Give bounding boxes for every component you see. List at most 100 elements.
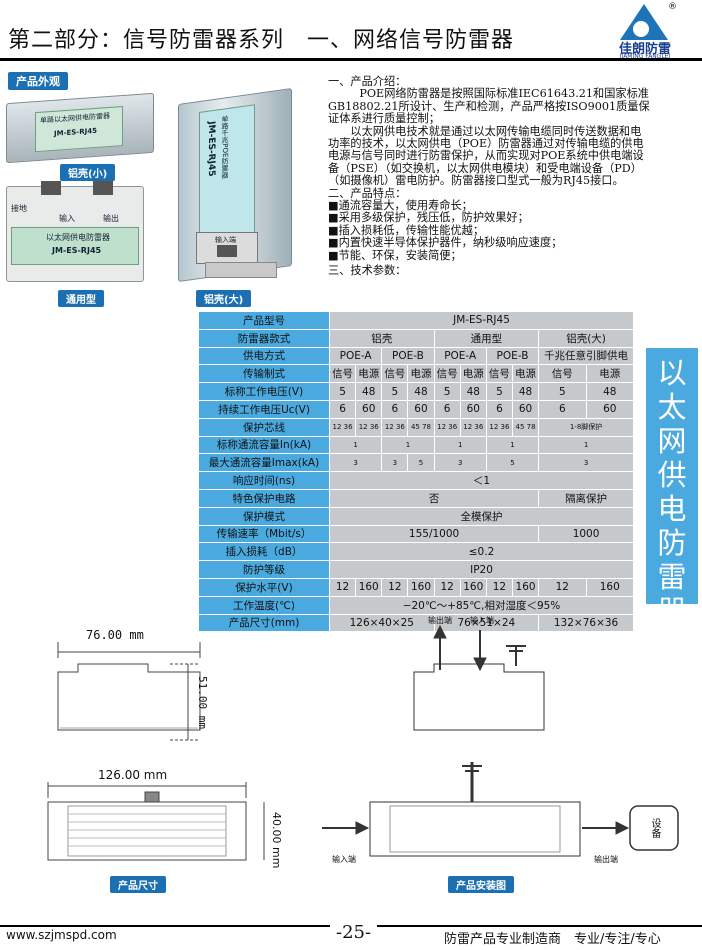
logo-inner-circle — [633, 21, 649, 37]
rj45-port — [217, 245, 237, 257]
dim-label-height-general: 51.00 mm — [196, 676, 209, 729]
table-row: 保护模式全模保护 — [198, 506, 634, 526]
company-logo: ® 佳朗防雷 JIAMING FANGLEI — [600, 2, 690, 60]
general-type-outline — [57, 642, 201, 741]
table-cell: 12 — [538, 577, 587, 597]
table-row: 工作温度(℃)−20℃～+85℃,相对湿度＜95% — [198, 595, 634, 615]
feature-item: ■内置快速半导体保护器件，纳秒级响应速度； — [328, 236, 563, 250]
device-fins — [67, 805, 227, 857]
table-cell: POE-A — [328, 346, 383, 366]
device-fins — [389, 805, 561, 853]
table-cell: 60 — [459, 399, 487, 419]
arrow-head-down — [473, 657, 487, 672]
table-cell: 48 — [511, 382, 540, 401]
table-cell: 155/1000 — [328, 524, 540, 544]
device-body — [369, 801, 581, 857]
device-label-plate: 单路以太网供电防雷器 JM-ES-RJ45 — [35, 105, 123, 153]
table-cell: 12 — [485, 577, 513, 597]
table-cell: 12 36 — [381, 417, 409, 437]
table-cell: 3 — [328, 453, 383, 473]
table-cell: 5 — [328, 382, 357, 401]
table-cell: 45 78 — [407, 417, 435, 437]
table-row: 防雷器款式铝壳通用型铝壳(大) — [198, 328, 634, 348]
port-label-input: 输入 — [59, 214, 75, 223]
table-cell: 12 36 — [433, 417, 461, 437]
table-cell: 电源 — [511, 364, 540, 384]
table-cell: 信号 — [433, 364, 461, 384]
table-row: 特色保护电路否隔离保护 — [198, 488, 634, 508]
row-label: 传输制式 — [198, 364, 330, 384]
row-label: 工作温度(℃) — [198, 595, 330, 615]
device-body — [47, 801, 247, 861]
table-cell: 160 — [585, 577, 635, 597]
general-install-diagram — [413, 624, 545, 731]
section-label-appearance: 产品外观 — [8, 72, 68, 90]
dim-label-width-alu: 126.00 mm — [98, 768, 168, 782]
table-cell: JM-ES-RJ45 — [329, 311, 634, 330]
table-cell: 6 — [433, 399, 461, 419]
row-label: 产品型号 — [198, 311, 330, 330]
equipment-box — [629, 805, 679, 851]
feature-item: ■节能、环保，安装简便； — [328, 248, 462, 262]
table-cell: 通用型 — [433, 328, 540, 348]
row-label: 保护水平(V) — [198, 577, 330, 597]
label-product-size: 产品尺寸 — [110, 876, 166, 893]
table-cell: 电源 — [585, 364, 635, 384]
table-cell: POE-B — [485, 346, 540, 366]
table-cell: 12 36 — [328, 417, 357, 437]
row-label: 标称工作电压(V) — [198, 382, 330, 401]
table-cell: POE-A — [433, 346, 487, 366]
table-cell: 信号 — [328, 364, 357, 384]
product-photo-general: 接地 输入 输出 以太网供电防雷器 JM-ES-RJ45 — [6, 181, 144, 282]
table-cell: 3 — [538, 453, 634, 473]
intro-paragraph-1: POE网络防雷器是按照国际标准IEC61643.21和国家标准GB18802.2… — [328, 87, 650, 126]
table-cell: 132×76×36 — [538, 613, 634, 633]
table-cell: ≤0.2 — [329, 542, 634, 562]
table-cell: 5 — [485, 382, 513, 401]
table-cell: 160 — [511, 577, 540, 597]
row-label: 保护模式 — [198, 506, 330, 526]
ground-terminal — [144, 791, 160, 803]
table-cell: 1 — [328, 435, 383, 455]
footer-website: www.szjmspd.com — [6, 928, 117, 942]
product-photo-alu-small: 单路以太网供电防雷器 JM-ES-RJ45 — [6, 92, 154, 164]
table-cell: 76×51×24 — [433, 613, 540, 633]
table-cell: POE-B — [381, 346, 435, 366]
table-cell: 1 — [433, 435, 487, 455]
table-cell: 160 — [407, 577, 435, 597]
row-label: 产品尺寸(mm) — [198, 613, 330, 633]
table-cell: 48 — [407, 382, 435, 401]
intro-paragraph-2: 以太网供电技术就是通过以太网传输电缆同时传送数据和电功率的技术，以太网供电（PO… — [328, 124, 644, 188]
row-label: 保护芯线 — [198, 417, 330, 437]
table-cell: 1-8脚保护 — [538, 417, 634, 437]
label-general-type: 通用型 — [58, 290, 104, 307]
table-cell: 6 — [328, 399, 357, 419]
table-row: 传输制式 信号电源信号电源信号电源信号电源信号电源 — [198, 364, 635, 384]
device-name-text: 单路以太网供电防雷器 — [40, 111, 110, 125]
row-label: 传输速率（Mbit/s） — [198, 524, 330, 544]
table-cell: 信号 — [381, 364, 409, 384]
table-cell: 12 — [381, 577, 409, 597]
mounting-bracket — [205, 262, 277, 278]
alu-install-diagram — [322, 762, 679, 857]
side-title-text: 以太网供电防雷器 — [657, 356, 687, 628]
technical-drawings — [47, 624, 679, 861]
arrow-head-right — [355, 821, 370, 835]
header-rule — [0, 58, 702, 61]
footer-slogan: 防雷产品专业制造商 专业/专注/专心 — [444, 932, 661, 947]
dim-label-width-general: 76.00 mm — [86, 628, 144, 642]
table-cell: 3 — [433, 453, 487, 473]
logo-english-name: JIAMING FANGLEI — [619, 53, 671, 60]
dim-label-height-alu: 40.00 mm — [270, 812, 283, 869]
table-cell: IP20 — [329, 560, 634, 579]
device-side-outline — [57, 663, 201, 731]
table-cell: 5 — [538, 382, 587, 401]
logo-chinese-name: 佳朗防雷 — [618, 42, 671, 57]
arrow-head-right — [615, 821, 630, 835]
table-cell: 48 — [459, 382, 487, 401]
table-cell: 否 — [328, 488, 540, 508]
